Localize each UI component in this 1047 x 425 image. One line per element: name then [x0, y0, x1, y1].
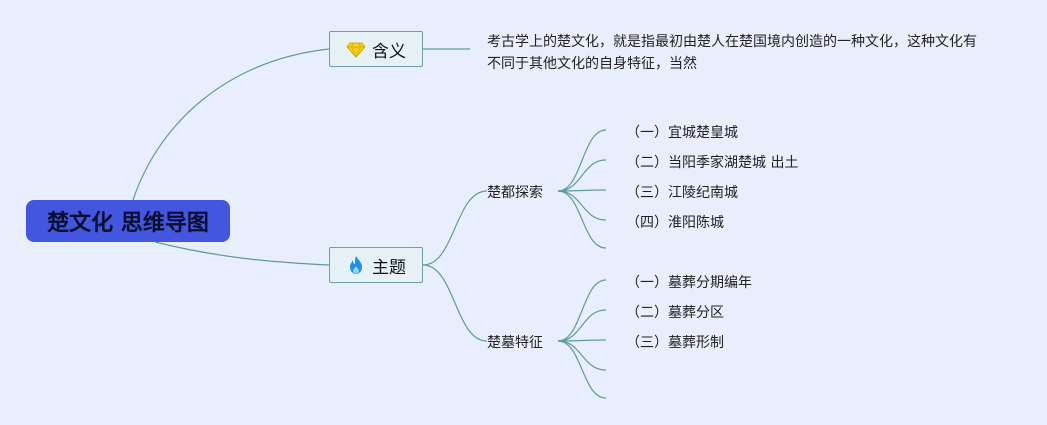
connector-root-meaning — [132, 48, 330, 201]
sub-node-tomb-features[interactable]: 楚墓特征 — [487, 332, 543, 352]
connector-root-theme — [154, 241, 330, 266]
sub-node-capital-exploration[interactable]: 楚都探索 — [487, 182, 543, 202]
connector-capital-leaf — [557, 190, 607, 221]
leaf-item[interactable]: （一）墓葬分期编年 — [626, 272, 752, 292]
leaf-item[interactable]: （一）宜城楚皇城 — [626, 122, 738, 142]
diamond-icon — [346, 39, 366, 59]
sub-node-label: 楚都探索 — [487, 185, 543, 201]
leaf-label: （三）墓葬形制 — [626, 335, 724, 351]
root-label: 楚文化 思维导图 — [47, 211, 209, 236]
meaning-description: 考古学上的楚文化，就是指最初由楚人在楚国境内创造的一种文化，这种文化有 不同于其… — [487, 31, 987, 75]
leaf-label: （一）墓葬分期编年 — [626, 275, 752, 291]
leaf-item[interactable]: （四）淮阳陈城 — [626, 212, 724, 232]
branch-meaning-label: 含义 — [372, 41, 406, 62]
leaf-item[interactable]: （三）江陵纪南城 — [626, 182, 738, 202]
leaf-label: （一）宜城楚皇城 — [626, 125, 738, 141]
leaf-item[interactable]: （二）当阳季家湖楚城 出土 — [626, 152, 798, 172]
leaf-item[interactable]: （二）墓葬分区 — [626, 302, 724, 322]
connector-capital-leaf — [557, 190, 607, 249]
connector-tombs-leaf — [557, 309, 607, 342]
connector-capital-leaf — [557, 129, 607, 192]
connector-theme-tombs — [422, 264, 488, 342]
description-line: 不同于其他文化的自身特征，当然 — [487, 56, 697, 72]
connector-capital-leaf — [557, 159, 607, 192]
connector-tombs-leaf — [557, 340, 607, 399]
connector-tombs-leaf — [557, 340, 607, 371]
connector-theme-capital — [422, 190, 488, 266]
leaf-label: （三）江陵纪南城 — [626, 185, 738, 201]
leaf-item[interactable]: （三）墓葬形制 — [626, 332, 724, 352]
root-node[interactable]: 楚文化 思维导图 — [26, 200, 230, 242]
branch-meaning[interactable]: 含义 — [329, 31, 423, 67]
leaf-label: （二）当阳季家湖楚城 出土 — [626, 155, 799, 171]
sub-node-label: 楚墓特征 — [487, 335, 543, 351]
leaf-label: （二）墓葬分区 — [626, 305, 724, 321]
branch-theme[interactable]: 主题 — [329, 247, 423, 283]
flame-icon — [346, 255, 366, 275]
leaf-label: （四）淮阳陈城 — [626, 215, 724, 231]
branch-theme-label: 主题 — [372, 257, 406, 278]
description-line: 考古学上的楚文化，就是指最初由楚人在楚国境内创造的一种文化，这种文化有 — [487, 34, 977, 50]
connector-tombs-leaf — [557, 279, 607, 342]
